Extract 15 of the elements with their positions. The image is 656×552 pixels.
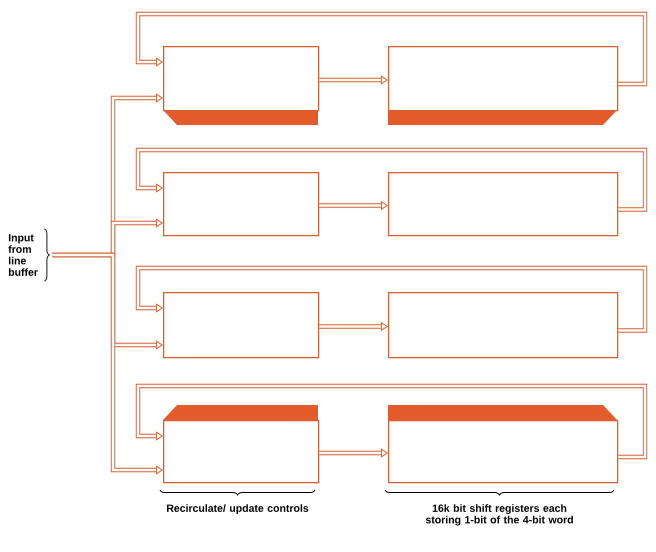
control-box — [163, 405, 320, 484]
shift-register-box — [388, 172, 618, 236]
arrow — [136, 266, 648, 333]
arrow — [136, 148, 648, 212]
control-box — [163, 46, 320, 125]
bracket-label: Recirculate/ update controls — [167, 504, 308, 514]
shift-register-box — [388, 405, 618, 484]
shift-register-box — [388, 46, 618, 125]
control-box — [163, 292, 320, 358]
shift-register-box — [388, 292, 618, 358]
control-box — [163, 172, 320, 236]
input-label: Input from line buffer — [8, 234, 38, 276]
arrow — [136, 384, 648, 460]
arrow — [136, 12, 648, 86]
bracket-label: 16k bit shift registers each storing 1-bit of the 4-bit word — [426, 504, 573, 526]
